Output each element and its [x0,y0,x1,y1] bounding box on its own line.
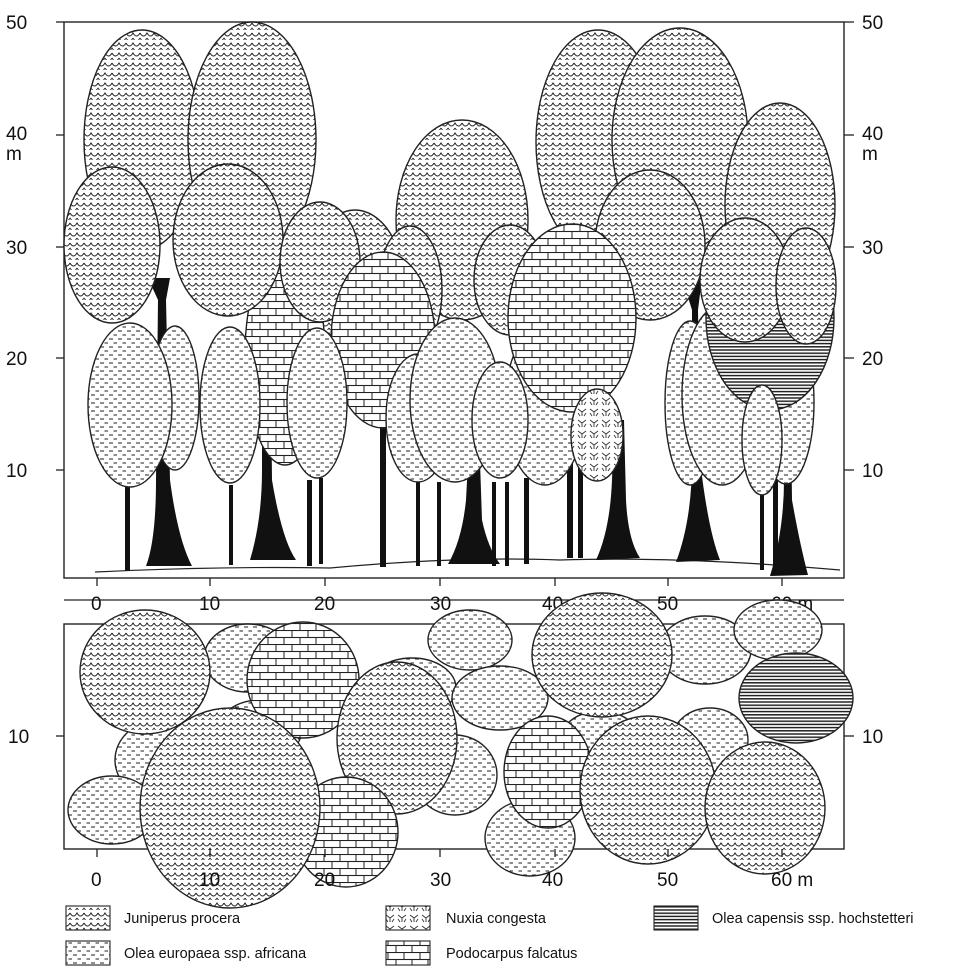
profile-y-tick-10-left: 10 [6,461,27,482]
plan-x-tick-60: 60 m [771,870,813,891]
legend-swatch-dashes [66,941,110,965]
legend-swatch-nuxia [386,906,430,930]
plan-y-tick-10-left: 10 [8,727,29,748]
plan-x-tick-50: 50 [657,870,678,891]
legend-swatch-hlines [654,906,698,930]
legend-item-podocarpus: Podocarpus falcatus [386,941,577,965]
middle-x-tick-50: 50 [657,594,678,615]
profile-y-axis-left [56,22,64,470]
profile-y-tick-50-left: 50 [6,13,27,34]
plan-x-tick-0: 0 [91,870,102,891]
legend-item-olea-capensis: Olea capensis ssp. hochstetteri [654,906,914,930]
profile-y-axis-right [844,22,854,470]
legend-item-juniperus: Juniperus procera [66,906,241,930]
legend-item-nuxia: Nuxia congesta [386,906,547,930]
plan-x-tick-30: 30 [430,870,451,891]
middle-x-tick-10: 10 [199,594,220,615]
profile-y-tick-10-right: 10 [862,461,883,482]
legend-label: Juniperus procera [124,911,241,927]
profile-y-tick-30-left: 30 [6,238,27,259]
profile-y-tick-30-right: 30 [862,238,883,259]
middle-x-tick-20: 20 [314,594,335,615]
legend: Juniperus procera Nuxia congesta Olea ca… [66,906,914,965]
profile-y-tick-50-right: 50 [862,13,883,34]
plan-x-tick-20: 20 [314,870,335,891]
profile-crowns [64,22,836,495]
legend-label: Olea europaea ssp. africana [124,946,307,962]
middle-axis-strip: 0 10 20 30 40 50 60 m [64,578,844,615]
profile-y-tick-20-right: 20 [862,349,883,370]
profile-y-tick-20-left: 20 [6,349,27,370]
legend-label: Podocarpus falcatus [446,946,577,962]
plan-crowns [68,593,853,908]
middle-x-tick-0: 0 [91,594,102,615]
legend-item-olea-europaea: Olea europaea ssp. africana [66,941,307,965]
legend-swatch-scales [66,906,110,930]
plan-y-tick-10-right: 10 [862,727,883,748]
legend-label: Nuxia congesta [446,911,547,927]
plan-panel: 10 10 0 10 20 30 40 50 60 m [8,593,883,908]
legend-label: Olea capensis ssp. hochstetteri [712,911,914,927]
plan-x-tick-40: 40 [542,870,563,891]
plan-x-tick-10: 10 [199,870,220,891]
legend-swatch-bricks [386,941,430,965]
middle-x-tick-30: 30 [430,594,451,615]
